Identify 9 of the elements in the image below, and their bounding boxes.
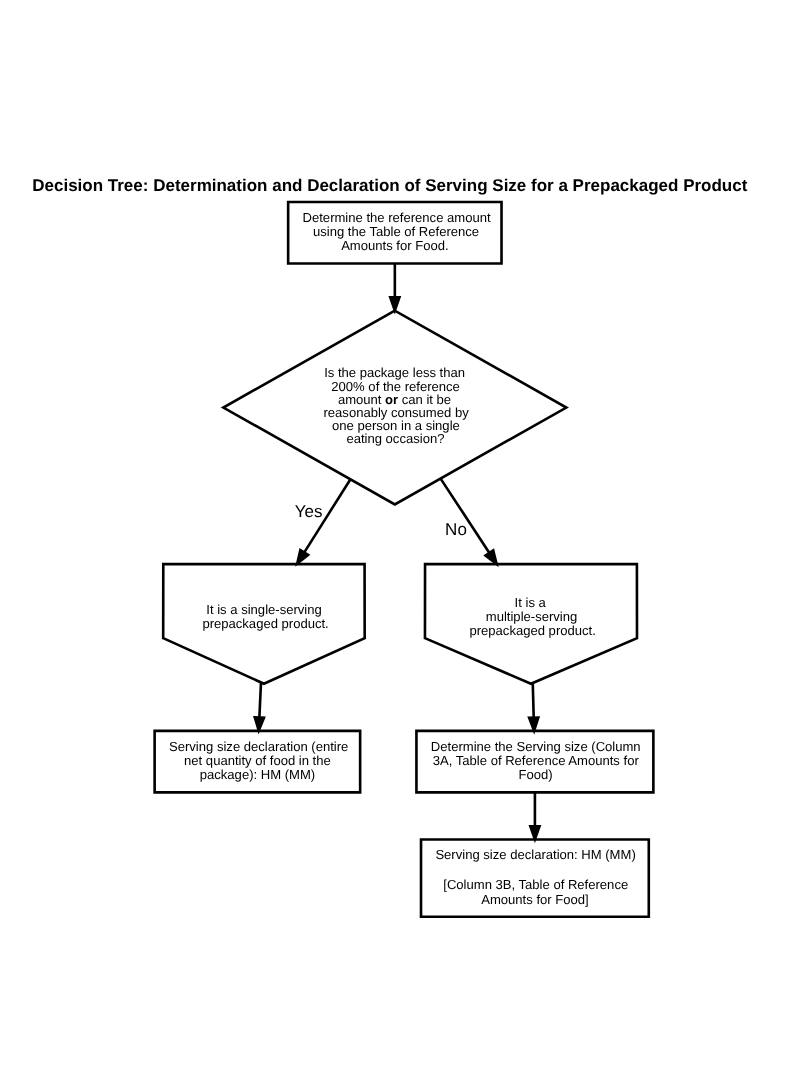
arrow [527,683,541,735]
arrow [295,479,352,567]
diagram-title: Decision Tree: Determination and Declaration of Serving Size for a Prepackaged Product [32,174,748,195]
arrow [388,263,402,315]
edge-label: Yes [294,500,323,521]
arrow [439,478,499,568]
edge-label: No [445,519,467,540]
arrow [253,682,266,735]
arrow [528,792,542,844]
